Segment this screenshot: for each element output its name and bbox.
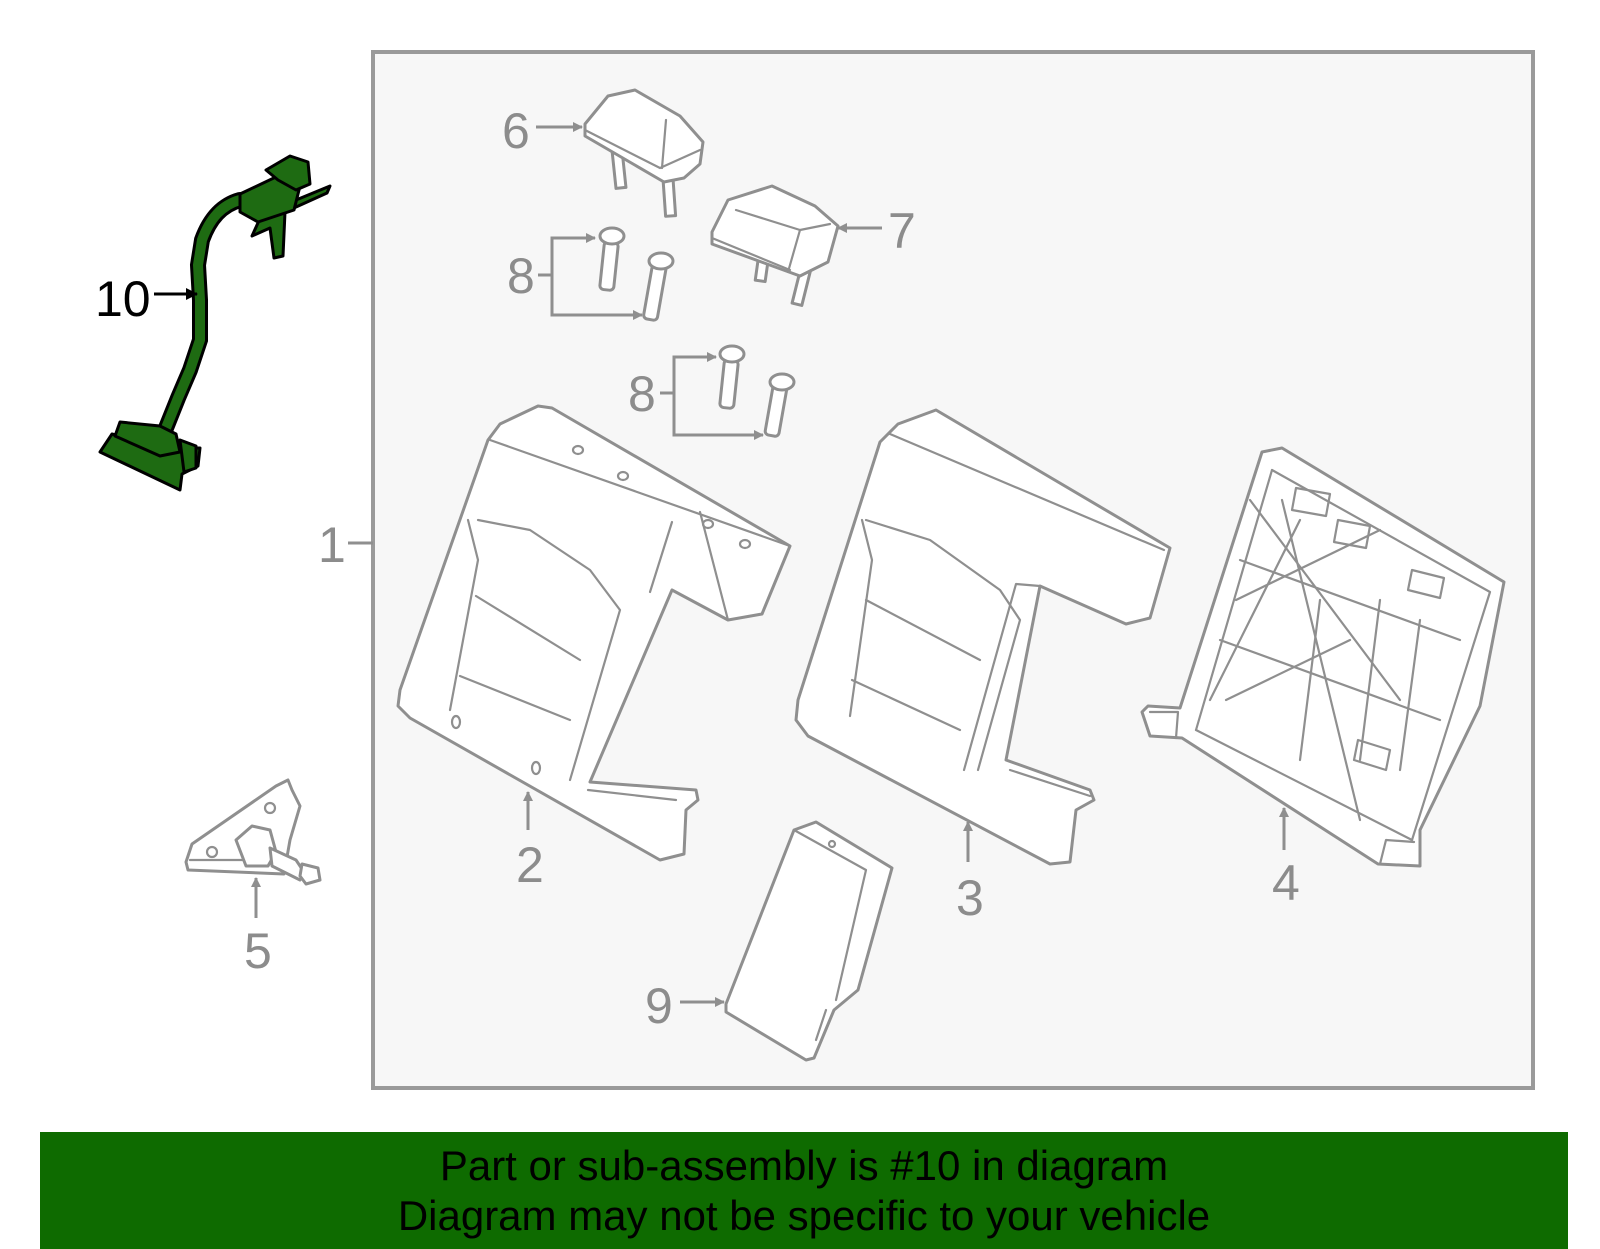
svg-text:8: 8 <box>507 248 535 304</box>
svg-text:5: 5 <box>244 923 272 979</box>
callout-8-upper[interactable]: 8 <box>507 233 643 320</box>
svg-text:4: 4 <box>1272 855 1300 911</box>
svg-text:9: 9 <box>645 978 673 1034</box>
banner-line-1: Part or sub-assembly is #10 in diagram <box>439 1141 1169 1189</box>
part-9-armrest[interactable] <box>724 820 894 1062</box>
callout-7[interactable]: 7 <box>837 203 916 259</box>
callout-6[interactable]: 6 <box>502 103 583 159</box>
svg-text:2: 2 <box>516 837 544 893</box>
svg-text:7: 7 <box>888 203 916 259</box>
callout-5[interactable]: 5 <box>244 877 272 979</box>
part-8-bolts-upper[interactable] <box>598 226 675 322</box>
svg-text:6: 6 <box>502 103 530 159</box>
callout-3[interactable]: 3 <box>956 821 984 926</box>
callout-4[interactable]: 4 <box>1272 807 1300 911</box>
part-10-highlighted[interactable] <box>98 154 332 492</box>
svg-text:10: 10 <box>95 271 151 327</box>
part-8-bolts-lower[interactable] <box>718 344 796 438</box>
part-2-seat-back[interactable] <box>396 404 792 862</box>
callout-1[interactable]: 1 <box>318 517 373 573</box>
callout-9[interactable]: 9 <box>645 978 725 1034</box>
svg-text:8: 8 <box>628 366 656 422</box>
svg-text:1: 1 <box>318 517 346 573</box>
callout-2[interactable]: 2 <box>516 791 544 893</box>
info-banner: Part or sub-assembly is #10 in diagram D… <box>40 1132 1568 1249</box>
part-5-hinge[interactable] <box>184 778 322 886</box>
callout-10[interactable]: 10 <box>95 271 198 327</box>
part-7-headrest[interactable] <box>710 184 840 307</box>
parts-diagram: 1 10 6 7 <box>95 50 1535 1090</box>
part-6-headrest[interactable] <box>583 88 705 218</box>
callout-8-lower[interactable]: 8 <box>628 352 764 440</box>
banner-line-2: Diagram may not be specific to your vehi… <box>397 1191 1211 1239</box>
svg-text:3: 3 <box>956 870 984 926</box>
part-4-frame[interactable] <box>1140 446 1506 868</box>
